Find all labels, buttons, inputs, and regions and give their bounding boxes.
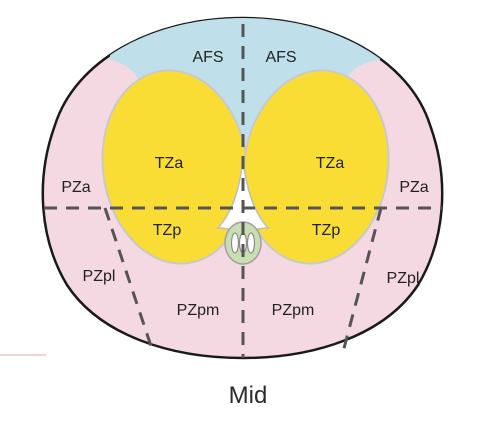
label-afs-right: AFS xyxy=(265,49,296,66)
transition-zone-right xyxy=(242,69,390,265)
label-pzpl-left: PZpl xyxy=(83,268,116,285)
label-tzp-right: TZp xyxy=(312,222,341,239)
afs-region xyxy=(110,18,380,170)
label-afs-left: AFS xyxy=(192,49,223,66)
label-tza-left: TZa xyxy=(155,155,184,172)
label-pzpl-right: PZpl xyxy=(387,270,420,287)
label-tzp-left: TZp xyxy=(153,222,182,239)
label-pza-right: PZa xyxy=(399,179,428,196)
duct-left xyxy=(230,232,240,254)
label-pzpm-left: PZpm xyxy=(177,302,220,319)
duct-right xyxy=(246,232,256,254)
right-oblique-divider xyxy=(341,207,383,353)
left-oblique-divider xyxy=(103,207,155,353)
label-tza-right: TZa xyxy=(316,155,345,172)
label-pzpm-right: PZpm xyxy=(272,302,315,319)
diagram-caption: Mid xyxy=(229,382,268,409)
label-pza-left: PZa xyxy=(61,179,90,196)
